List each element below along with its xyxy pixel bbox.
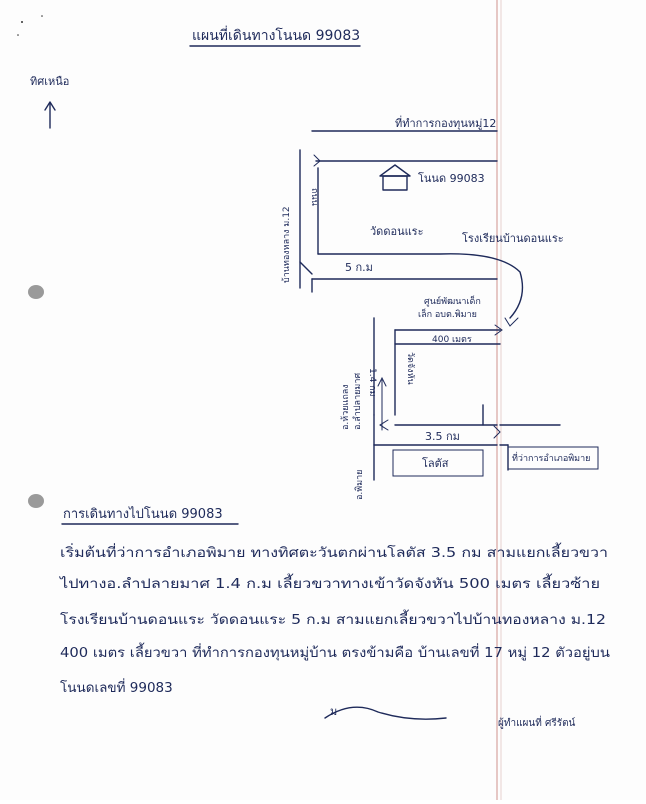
distance-5km-label: 5 ก.ม [345,261,373,274]
lotus-store-box [392,449,484,477]
directions-line-5: โนนดเลขที่ 99083 [60,678,173,696]
directions-heading: การเดินทางไปโนนด 99083 [63,506,223,522]
district-label-1: อ.ห้วยแถลง [340,384,351,430]
map-title: แผนที่เดินทางโนนด 99083 [192,26,360,44]
hq-label: ที่ทำการกองทุนหมู่12 [395,115,496,130]
binder-hole-bottom [28,494,44,508]
binder-hole-top [28,285,44,299]
directions-line-2: ไปทางอ.ลำปลายมาศ 1.4 ก.ม เลี้ยวขวาทางเข้… [59,573,600,592]
road-label-vertical: ถนน [309,188,319,206]
distance-3-5km-label: 3.5 กม [425,430,460,443]
north-arrow-icon [44,101,56,129]
village-road-label: บ้านทองหลาง ม.12 [281,206,292,283]
house-label: โนนด 99083 [418,171,485,185]
directions-line-1: เริ่มต้นที่ว่าการอำเภอพิมาย ทางทิศตะวันต… [60,542,608,561]
directions-line-4: 400 เมตร เลี้ยวขวา ที่ทำการกองทุนหมู่บ้า… [60,642,610,661]
signature-initial: ม [330,705,337,718]
map-roads [299,130,561,481]
signature-scribble [324,706,447,720]
phimai-label: อ.พิมาย [354,470,365,500]
lotus-label: โลตัส [422,456,449,470]
center-label-line1: ศูนย์พัฒนาเด็ก [424,294,481,307]
paper-specks [17,15,43,36]
school-label: โรงเรียนบ้านดอนแระ [462,231,564,245]
center-label-line2: เล็ก อบต.พิมาย [418,307,477,320]
signature-name: ผู้ทำแผนที่ ศรีรัตน์ [498,715,576,729]
district-label-2: อ.ลำปลายมาศ [352,373,363,430]
distance-500m-label: 400 เมตร [432,335,472,345]
north-label: ทิศเหนือ [30,75,69,88]
district-office-label: ที่ว่าการอำเภอพิมาย [512,451,590,464]
directions-line-3: โรงเรียนบ้านดอนแระ วัดดอนแระ 5 ก.ม สามแย… [60,609,606,628]
house-icon [379,164,411,191]
district-office-box [507,446,599,470]
temple-label: วัดดอนแระ [370,225,424,238]
distance-1-4km-label: 1.4 กม [367,368,377,397]
place-vertical-label: วัดจังหัน [405,352,415,385]
